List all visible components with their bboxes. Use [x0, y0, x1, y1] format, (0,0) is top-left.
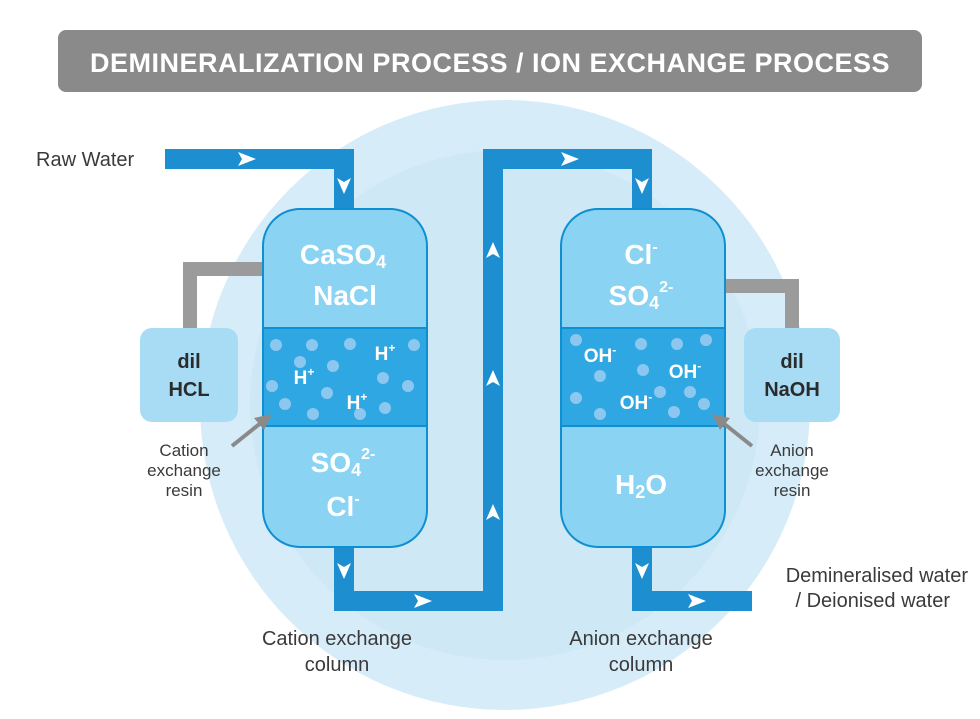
flow-arrow-icon — [688, 594, 706, 608]
cation-column-caption-1: Cation exchange — [262, 628, 412, 650]
resin-bead — [294, 356, 306, 368]
naoh-reagent-line-1: dil — [780, 351, 803, 373]
anion-resin-label-3: resin — [774, 481, 811, 500]
resin-bead — [698, 398, 710, 410]
resin-bead — [637, 364, 649, 376]
flow-arrow-icon — [486, 370, 500, 386]
flow-arrow-icon — [337, 178, 351, 194]
hcl-reagent-tank: dil HCL — [140, 328, 238, 422]
output-label-line-1: Demineralised water — [786, 565, 969, 587]
cation-resin-ion: H+ — [294, 365, 315, 389]
cation-column-caption-2: column — [305, 654, 369, 676]
anion-resin-ion: OH- — [669, 359, 702, 383]
resin-bead — [402, 380, 414, 392]
resin-bead — [266, 380, 278, 392]
cation-resin-ion: H+ — [347, 390, 368, 414]
hcl-reagent-line-2: HCL — [168, 379, 209, 401]
cation-top-ion-2: NaCl — [313, 280, 377, 311]
naoh-reagent-line-2: NaOH — [764, 379, 820, 401]
resin-bead — [327, 360, 339, 372]
resin-bead — [594, 408, 606, 420]
flow-arrows — [238, 152, 706, 608]
cation-resin-beads — [266, 338, 420, 420]
naoh-reagent-tank: dil NaOH — [744, 328, 840, 422]
anion-resin-ion: OH- — [620, 390, 653, 414]
anion-bottom-molecule: H2O — [615, 469, 667, 502]
resin-bead — [408, 339, 420, 351]
pointer-arrowhead-icon — [254, 414, 272, 430]
resin-bead — [635, 338, 647, 350]
resin-bead — [321, 387, 333, 399]
raw-water-label: Raw Water — [36, 149, 135, 171]
resin-bead — [684, 386, 696, 398]
resin-bead — [307, 408, 319, 420]
flow-arrow-icon — [635, 563, 649, 579]
cation-bottom-ion-1: SO42- — [311, 446, 376, 480]
resin-bead — [279, 398, 291, 410]
cation-resin-ion: H+ — [375, 341, 396, 365]
flow-arrow-icon — [238, 152, 256, 166]
resin-bead — [306, 339, 318, 351]
flow-arrow-icon — [635, 178, 649, 194]
resin-bead — [354, 408, 366, 420]
anion-resin-pointer — [712, 414, 754, 448]
flow-arrow-icon — [337, 563, 351, 579]
cation-resin-pointer — [230, 414, 272, 448]
anion-top-ion-1: Cl- — [624, 239, 657, 270]
page-title: DEMINERALIZATION PROCESS / ION EXCHANGE … — [90, 48, 890, 78]
flow-arrow-icon — [414, 594, 432, 608]
cation-bottom-ion-2: Cl- — [326, 491, 359, 522]
anion-exchange-column: Cl- SO42- OH- OH- OH- H2O — [560, 208, 726, 548]
resin-bead — [377, 372, 389, 384]
cation-resin-label-3: resin — [166, 481, 203, 500]
resin-bead — [379, 402, 391, 414]
naoh-reagent-box — [744, 328, 840, 422]
resin-bead — [668, 406, 680, 418]
output-label-line-2: / Deionised water — [795, 590, 950, 612]
anion-top-ion-2: SO42- — [609, 279, 674, 313]
anion-resin-label-2: exchange — [755, 461, 829, 480]
resin-bead — [270, 339, 282, 351]
outlet-pipe — [632, 540, 752, 611]
pointer-arrowhead-icon — [712, 414, 730, 430]
hcl-reagent-line-1: dil — [177, 351, 200, 373]
anion-resin-ion: OH- — [584, 343, 617, 367]
flow-arrow-icon — [486, 242, 500, 258]
resin-bead — [654, 386, 666, 398]
resin-bead — [570, 392, 582, 404]
cation-resin-label-2: exchange — [147, 461, 221, 480]
anion-resin-beads — [570, 334, 712, 420]
anion-resin-label-1: Anion — [770, 441, 813, 460]
hcl-feed-pipe — [183, 262, 264, 330]
raw-water-pipe — [165, 149, 354, 212]
cation-resin-label-1: Cation — [159, 441, 208, 460]
flow-arrow-icon — [486, 504, 500, 520]
anion-column-caption-2: column — [609, 654, 673, 676]
pointer-line — [720, 420, 754, 448]
flow-arrow-icon — [561, 152, 579, 166]
cation-exchange-column: CaSO4 NaCl H+ H+ H+ SO42- Cl- — [262, 208, 428, 548]
hcl-reagent-box — [140, 328, 238, 422]
resin-bead — [594, 370, 606, 382]
naoh-feed-pipe — [724, 279, 799, 330]
anion-column-caption-1: Anion exchange — [569, 628, 712, 650]
resin-bead — [570, 334, 582, 346]
resin-bead — [700, 334, 712, 346]
cation-top-ion-1: CaSO4 — [300, 239, 386, 272]
title-banner — [58, 30, 922, 92]
resin-bead — [671, 338, 683, 350]
resin-bead — [344, 338, 356, 350]
pointer-line — [230, 420, 264, 448]
